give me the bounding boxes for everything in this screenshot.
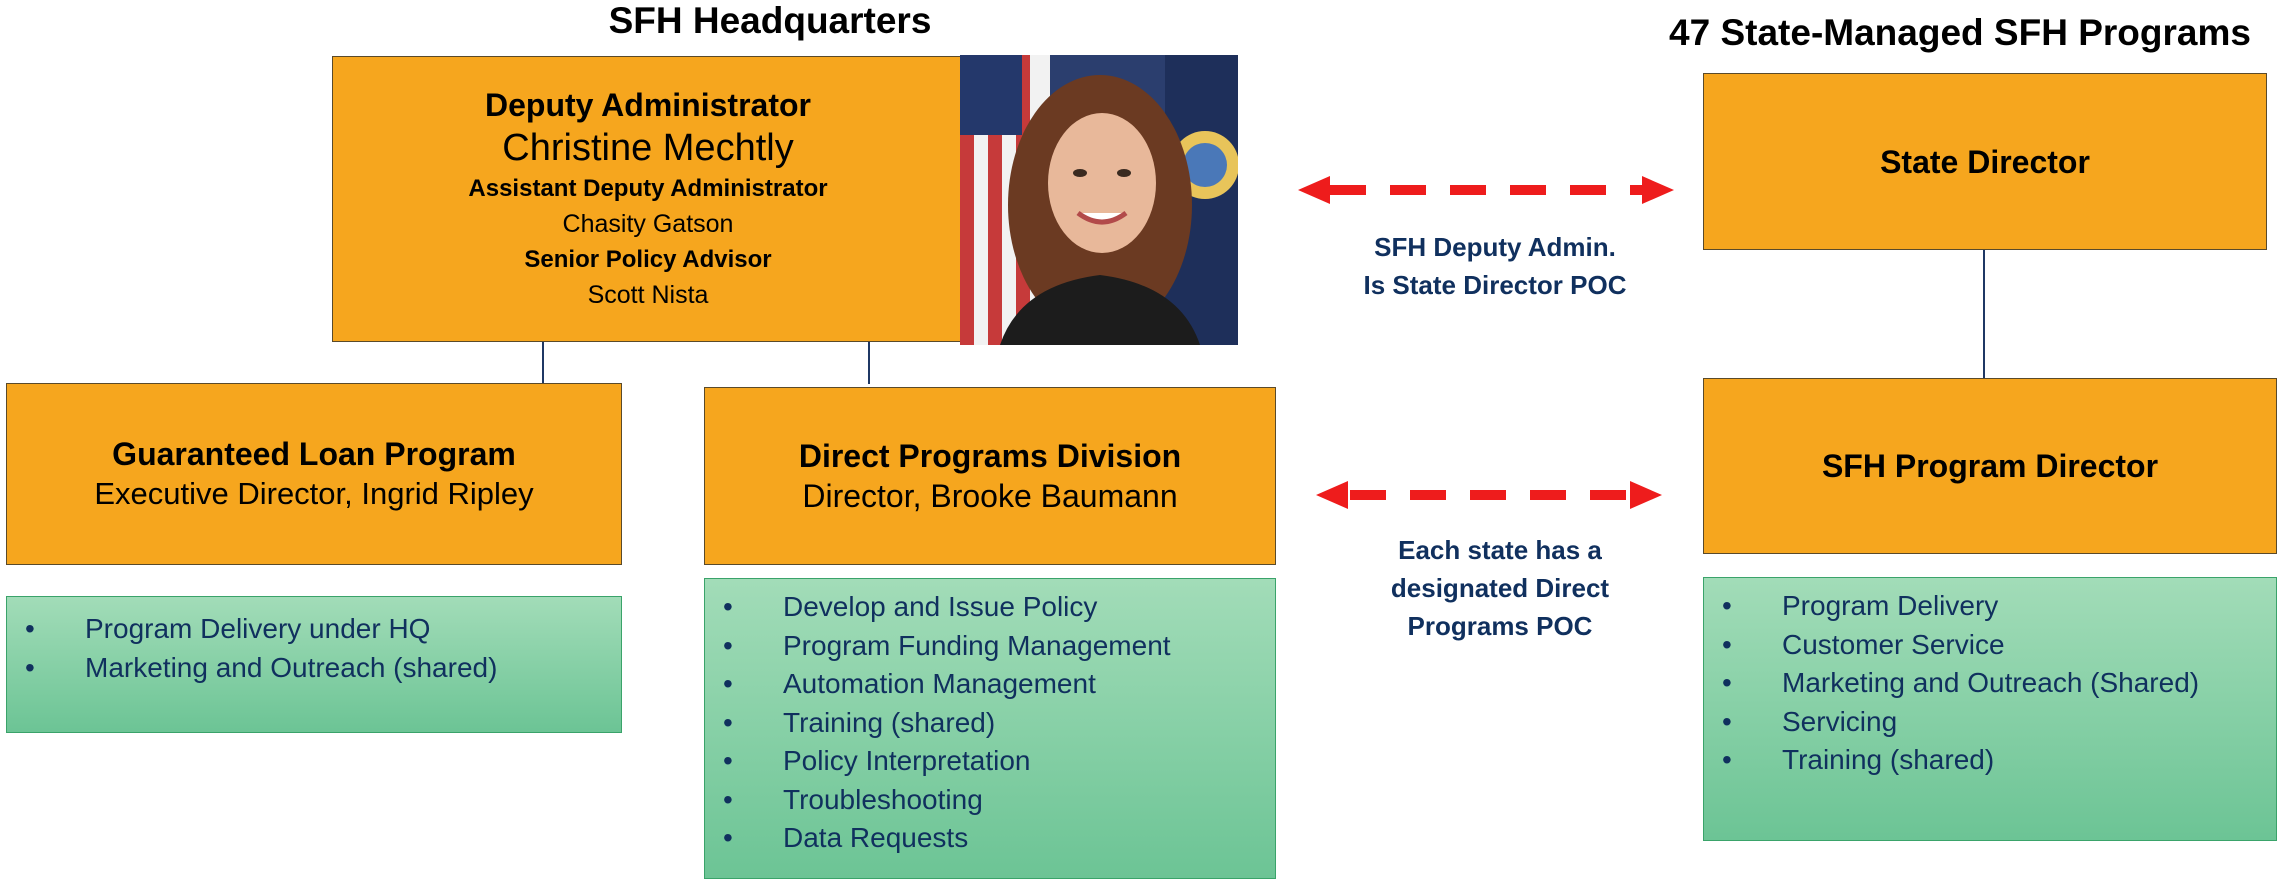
- state-heading: 47 State-Managed SFH Programs: [1669, 12, 2251, 53]
- program-director-list-box: •Program Delivery •Customer Service •Mar…: [1703, 577, 2277, 841]
- direct-subtitle: Director, Brooke Baumann: [802, 478, 1178, 514]
- hq-heading: SFH Headquarters: [608, 0, 932, 41]
- connector-hq-direct: [868, 342, 870, 384]
- advisor-name: Scott Nista: [587, 281, 709, 309]
- list-item: •Training (shared): [723, 706, 996, 738]
- note-line: Is State Director POC: [1363, 270, 1627, 300]
- assistant-name: Chasity Gatson: [562, 210, 734, 238]
- list-item: •Customer Service: [1722, 628, 2005, 660]
- list-item: •Program Delivery: [1722, 590, 1999, 621]
- list-item: •Program Funding Management: [723, 629, 1171, 661]
- note-line: designated Direct: [1390, 573, 1610, 603]
- list-item: •Servicing: [1722, 705, 1898, 737]
- direct-title: Direct Programs Division: [798, 438, 1182, 474]
- program-director-title: SFH Program Director: [1821, 448, 2159, 484]
- top-double-arrow: [1298, 176, 1674, 204]
- guaranteed-title: Guaranteed Loan Program: [112, 436, 516, 472]
- connector-hq-guaranteed: [542, 342, 544, 384]
- state-director-title: State Director: [1880, 143, 2090, 180]
- list-item: •Automation Management: [723, 668, 1096, 699]
- note-line: SFH Deputy Admin.: [1374, 232, 1616, 262]
- guaranteed-list-box: •Program Delivery under HQ •Marketing an…: [6, 596, 622, 733]
- list-item: •Data Requests: [723, 822, 969, 853]
- list-item: •Marketing and Outreach (shared): [25, 651, 498, 683]
- deputy-administrator-box: Deputy Administrator Christine Mechtly A…: [332, 56, 964, 342]
- guaranteed-subtitle: Executive Director, Ingrid Ripley: [94, 476, 534, 511]
- state-director-box: State Director: [1703, 73, 2267, 250]
- note-line: Each state has a: [1398, 535, 1602, 565]
- assistant-title: Assistant Deputy Administrator: [468, 175, 828, 202]
- list-item: •Marketing and Outreach (Shared): [1722, 667, 2200, 698]
- advisor-title: Senior Policy Advisor: [524, 246, 772, 273]
- list-item: •Policy Interpretation: [723, 745, 1031, 776]
- bottom-arrow-note: Each state has a designated Direct Progr…: [1335, 531, 1665, 645]
- connector-state-program: [1983, 250, 1985, 378]
- top-arrow-note: SFH Deputy Admin. Is State Director POC: [1310, 228, 1680, 304]
- list-item: •Develop and Issue Policy: [723, 591, 1098, 622]
- bottom-double-arrow: [1316, 481, 1662, 509]
- list-item: •Training (shared): [1722, 744, 1995, 775]
- list-item: •Program Delivery under HQ: [25, 613, 431, 644]
- direct-list-box: •Develop and Issue Policy •Program Fundi…: [704, 578, 1276, 879]
- portrait-photo: [960, 55, 1238, 345]
- guaranteed-loan-box: Guaranteed Loan Program Executive Direct…: [6, 383, 622, 565]
- direct-programs-box: Direct Programs Division Director, Brook…: [704, 387, 1276, 565]
- list-item: •Troubleshooting: [723, 783, 983, 815]
- note-line: Programs POC: [1407, 611, 1593, 641]
- deputy-title: Deputy Administrator: [485, 87, 811, 123]
- program-director-box: SFH Program Director: [1703, 378, 2277, 554]
- deputy-name: Christine Mechtly: [502, 127, 794, 169]
